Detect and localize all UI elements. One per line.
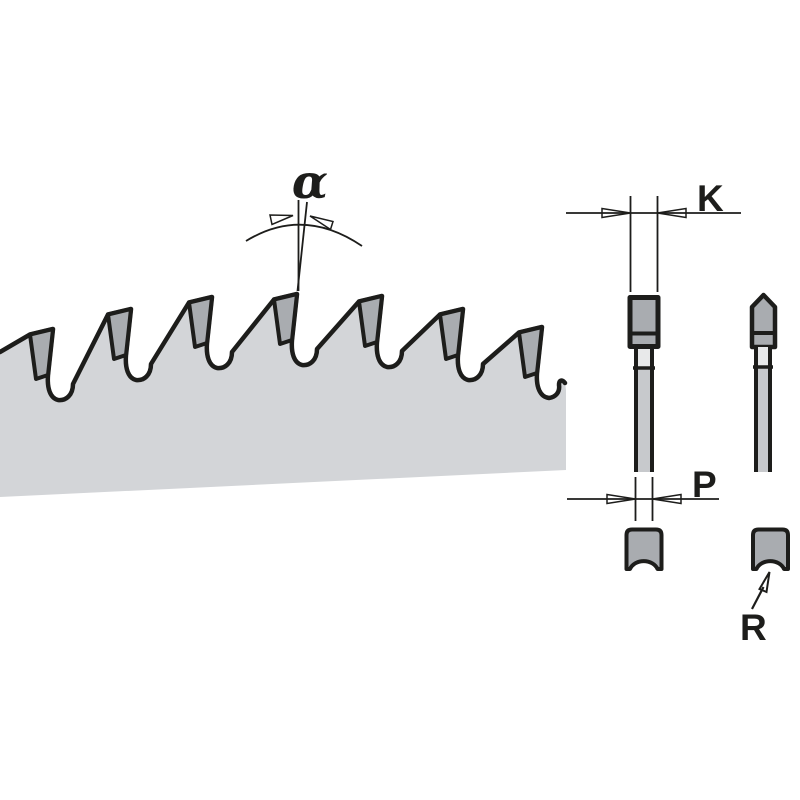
plate-arrow-left-icon bbox=[606, 493, 636, 505]
radius-annotation: R bbox=[740, 571, 771, 648]
flat-tooth-stem-upper bbox=[638, 349, 650, 368]
tooth-carbide-tip bbox=[517, 325, 544, 379]
tooth-face-extension-line bbox=[296, 201, 308, 292]
tooth-top-profile-left bbox=[624, 527, 664, 571]
tooth-carbide-tip bbox=[187, 295, 214, 349]
front-view-flat-tooth bbox=[627, 295, 661, 472]
pointed-tooth-stem-lower bbox=[758, 368, 768, 472]
tooth-top-profile-right bbox=[751, 527, 790, 571]
radius-arrow-head-icon bbox=[758, 571, 771, 594]
angle-arrow-right-icon bbox=[309, 215, 334, 231]
blade-body bbox=[0, 294, 566, 497]
tooth-top-profile-shape bbox=[751, 527, 790, 571]
tooth-carbide-tip bbox=[357, 294, 384, 348]
hook-angle-label: α bbox=[292, 155, 328, 210]
plate-arrow-right-icon bbox=[652, 493, 682, 505]
saw-blade-section bbox=[0, 291, 568, 497]
pointed-tooth-carbide bbox=[749, 292, 778, 350]
tooth-carbide-tip bbox=[28, 327, 55, 381]
plate-dimension: P bbox=[567, 464, 719, 521]
radius-label: R bbox=[740, 607, 767, 648]
angle-arrow-left-icon bbox=[269, 214, 294, 226]
hook-angle-annotation: α bbox=[245, 155, 363, 292]
tooth-carbide-tip bbox=[438, 307, 465, 361]
front-view-pointed-tooth bbox=[749, 292, 778, 472]
tooth-carbide-tip bbox=[106, 307, 133, 361]
kerf-dimension: K bbox=[566, 178, 741, 292]
carbide-tips bbox=[28, 292, 544, 381]
kerf-arrow-left-icon bbox=[601, 207, 631, 219]
angle-arc bbox=[245, 223, 363, 247]
pointed-tooth-stem-upper bbox=[758, 347, 768, 366]
flat-tooth-carbide bbox=[627, 295, 661, 349]
kerf-label: K bbox=[697, 178, 724, 219]
tooth-carbide-tip bbox=[272, 292, 299, 346]
plate-label: P bbox=[692, 464, 717, 505]
tooth-top-profile-shape bbox=[624, 527, 664, 571]
kerf-arrow-right-icon bbox=[657, 207, 687, 219]
blade-toothed-edge bbox=[0, 291, 568, 403]
flat-tooth-stem-lower bbox=[638, 369, 650, 472]
